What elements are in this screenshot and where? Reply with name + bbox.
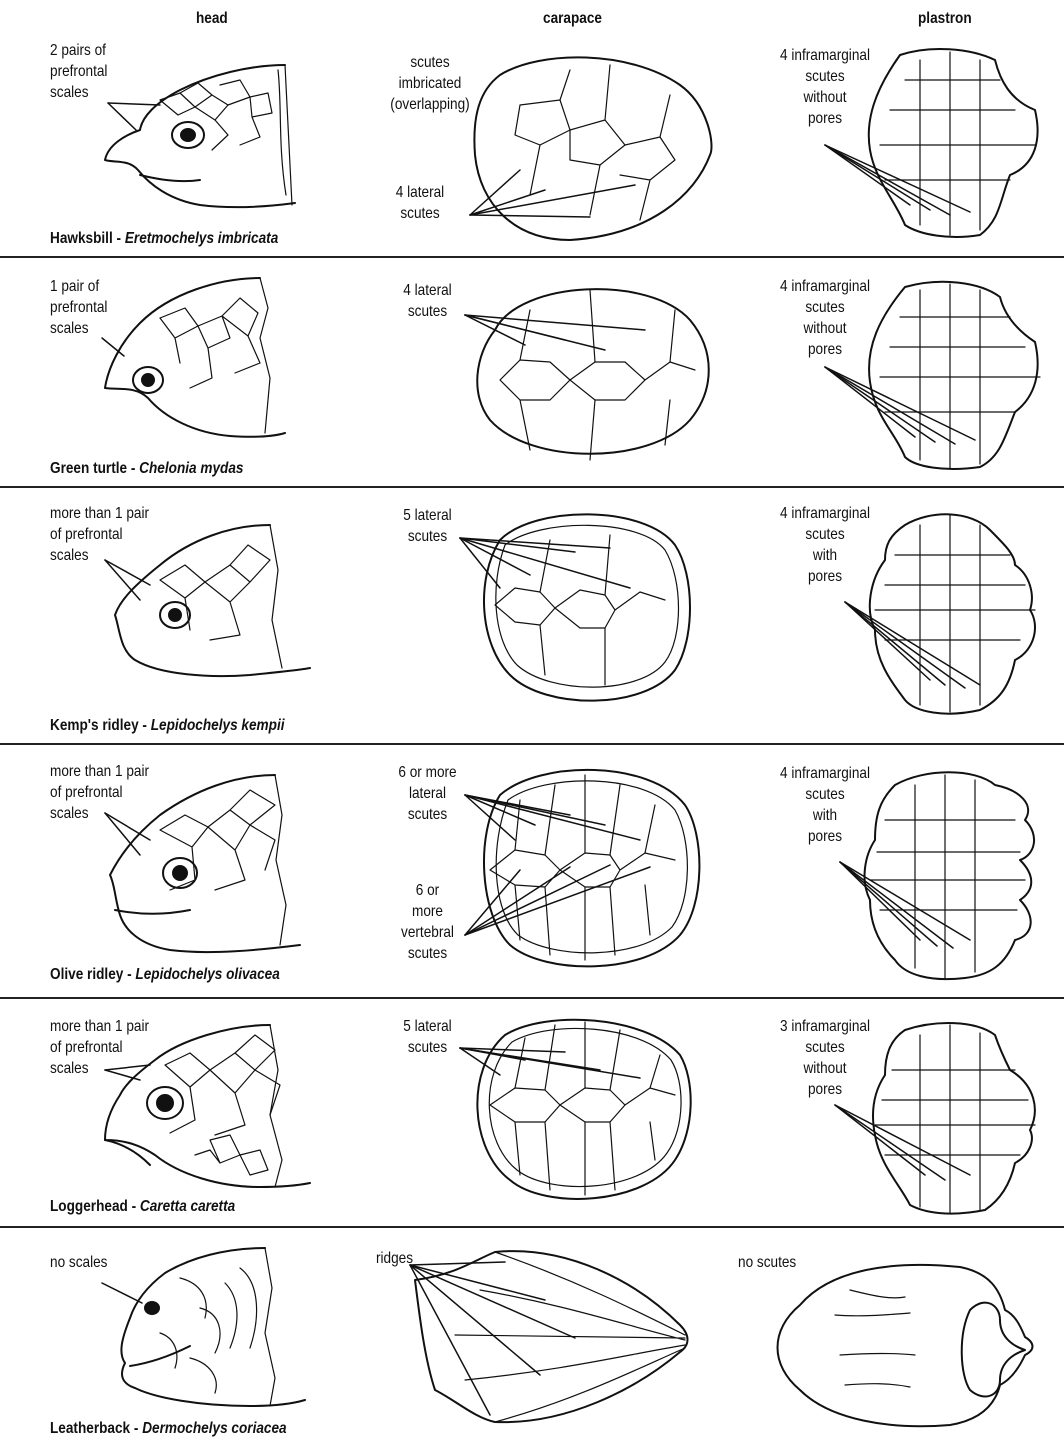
row-separator bbox=[0, 743, 1064, 745]
column-header-plastron: plastron bbox=[918, 10, 972, 28]
hawksbill-head-illustration bbox=[100, 55, 315, 225]
leatherback-plastron-illustration bbox=[760, 1255, 1040, 1435]
carapace-label: 6 or more vertebral scutes bbox=[387, 880, 468, 964]
column-header-head: head bbox=[196, 10, 228, 28]
carapace-label: 5 lateral scutes bbox=[396, 505, 460, 547]
kemps-ridley-plastron-illustration bbox=[830, 500, 1045, 720]
kemps-ridley-carapace-illustration bbox=[455, 500, 700, 715]
row-separator bbox=[0, 997, 1064, 999]
carapace-label: 5 lateral scutes bbox=[396, 1016, 460, 1058]
loggerhead-plastron-illustration bbox=[830, 1015, 1050, 1220]
row-separator bbox=[0, 1226, 1064, 1228]
loggerhead-head-illustration bbox=[100, 1015, 315, 1200]
olive-ridley-carapace-illustration bbox=[460, 755, 705, 980]
row-separator bbox=[0, 256, 1064, 258]
leatherback-head-illustration bbox=[100, 1238, 310, 1418]
species-name: Loggerhead - Caretta caretta bbox=[50, 1198, 235, 1216]
carapace-label: 4 lateral scutes bbox=[386, 182, 454, 224]
olive-ridley-head-illustration bbox=[100, 765, 320, 960]
head-label: 1 pair of prefrontal scales bbox=[50, 276, 107, 339]
hawksbill-plastron-illustration bbox=[820, 40, 1050, 240]
loggerhead-carapace-illustration bbox=[455, 1010, 700, 1215]
green-turtle-carapace-illustration bbox=[460, 270, 720, 470]
green-turtle-head-illustration bbox=[100, 268, 300, 453]
species-name: Hawksbill - Eretmochelys imbricata bbox=[50, 230, 278, 248]
species-name: Kemp's ridley - Lepidochelys kempii bbox=[50, 717, 285, 735]
carapace-label: 6 or more lateral scutes bbox=[387, 762, 468, 825]
green-turtle-plastron-illustration bbox=[820, 272, 1050, 472]
species-name: Olive ridley - Lepidochelys olivacea bbox=[50, 966, 280, 984]
olive-ridley-plastron-illustration bbox=[825, 760, 1050, 985]
row-separator bbox=[0, 486, 1064, 488]
species-name: Leatherback - Dermochelys coriacea bbox=[50, 1420, 287, 1438]
carapace-label: 4 lateral scutes bbox=[396, 280, 460, 322]
hawksbill-carapace-illustration bbox=[460, 45, 720, 245]
kemps-ridley-head-illustration bbox=[100, 510, 320, 695]
head-label: no scales bbox=[50, 1252, 107, 1273]
species-name: Green turtle - Chelonia mydas bbox=[50, 460, 243, 478]
head-label: 2 pairs of prefrontal scales bbox=[50, 40, 107, 103]
leatherback-carapace-illustration bbox=[395, 1240, 700, 1430]
column-header-carapace: carapace bbox=[543, 10, 602, 28]
